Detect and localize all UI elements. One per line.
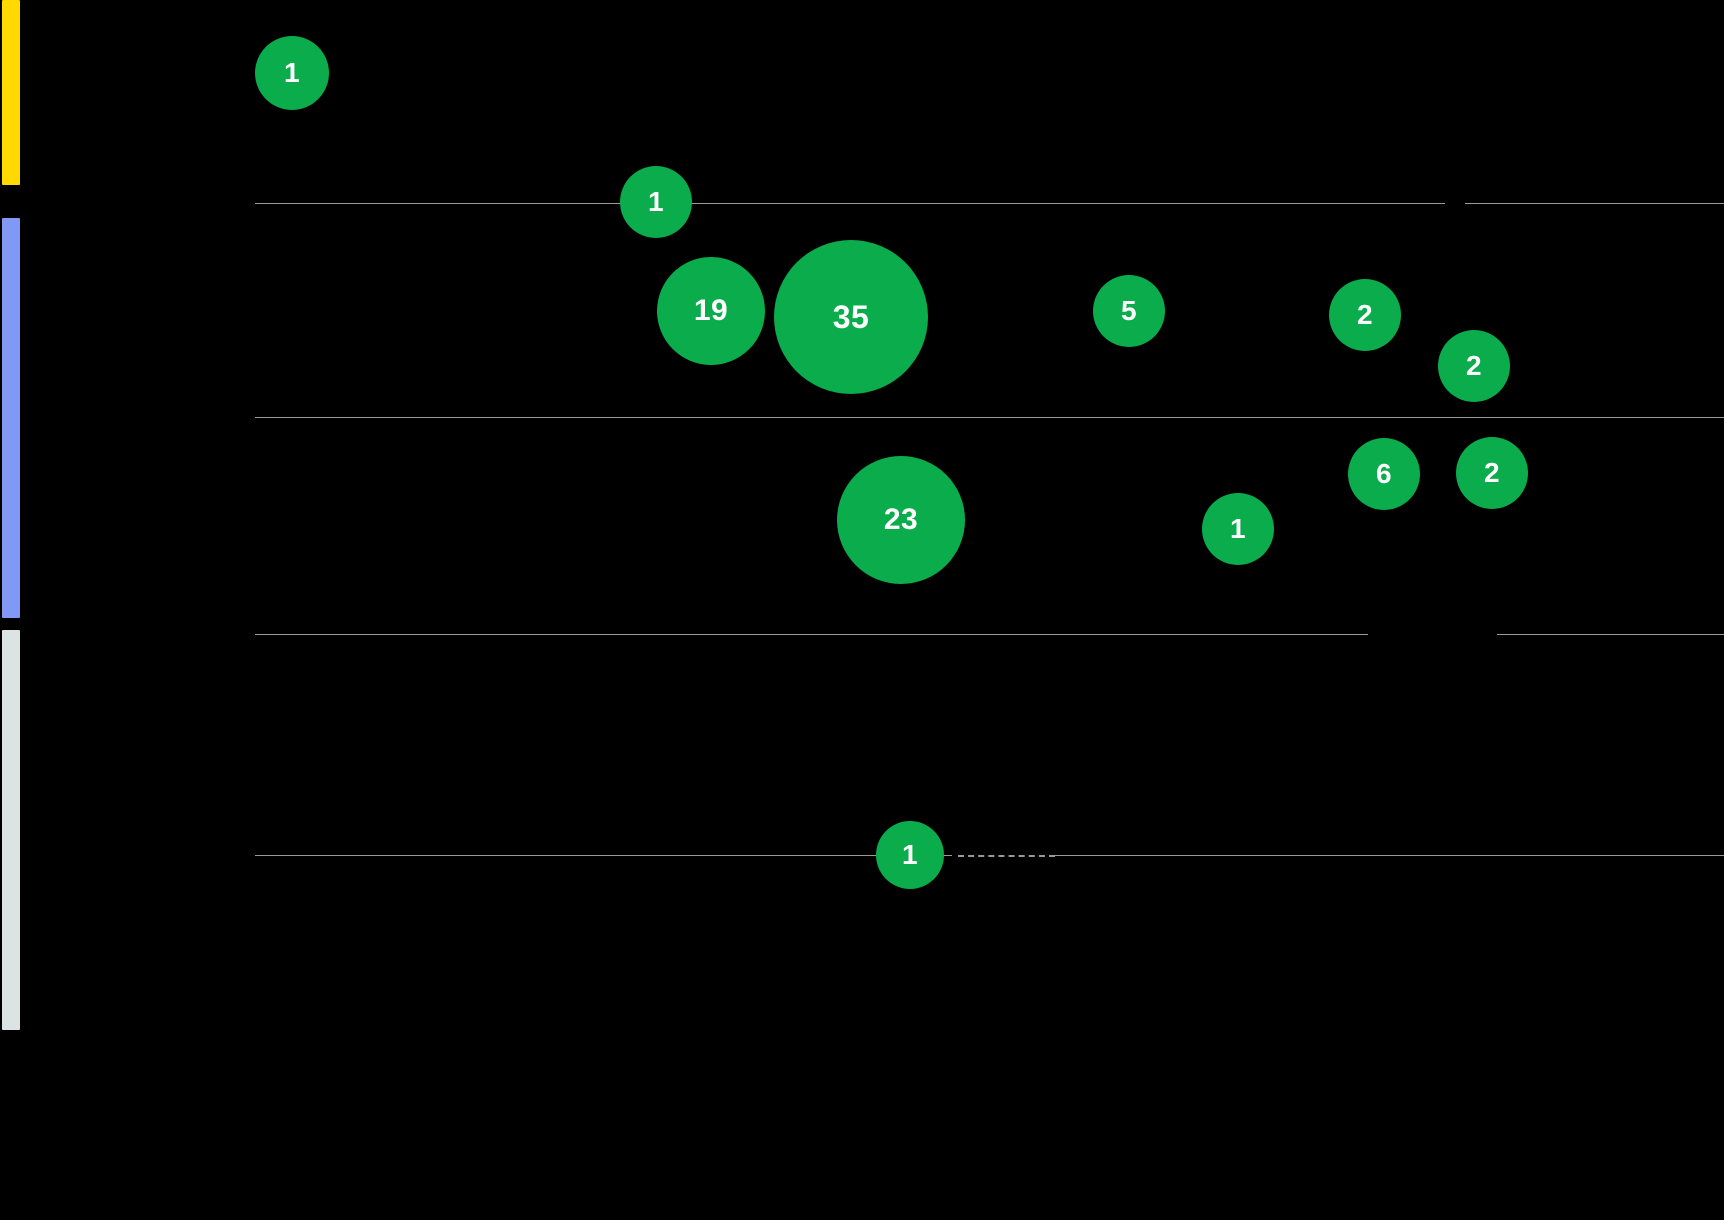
bubble-35-3[interactable]: 35 <box>774 240 928 394</box>
bubble-1-0[interactable]: 1 <box>255 36 329 110</box>
bubble-2-5[interactable]: 2 <box>1329 279 1401 351</box>
bubble-label: 2 <box>1465 350 1483 381</box>
bubble-label: 6 <box>1375 458 1393 489</box>
bubble-1-11[interactable]: 1 <box>876 821 944 889</box>
bubble-label: 23 <box>883 503 919 536</box>
gridline-3-segment-2 <box>1497 634 1724 635</box>
bubble-19-2[interactable]: 19 <box>657 257 765 365</box>
bubble-1-1[interactable]: 1 <box>620 166 692 238</box>
bubble-2-10[interactable]: 2 <box>1456 437 1528 509</box>
category-band-3 <box>2 630 20 1030</box>
bubble-23-7[interactable]: 23 <box>837 456 965 584</box>
bubble-2-6[interactable]: 2 <box>1438 330 1510 402</box>
gridline-1-segment-2 <box>1465 203 1724 204</box>
bubble-label: 1 <box>283 57 301 88</box>
bubble-label: 1 <box>1229 513 1247 544</box>
gridline-3 <box>255 634 1368 635</box>
category-band-2 <box>2 218 20 618</box>
bubble-5-4[interactable]: 5 <box>1093 275 1165 347</box>
gridline-2 <box>255 417 1724 418</box>
bubble-1-8[interactable]: 1 <box>1202 493 1274 565</box>
bubble-label: 2 <box>1356 299 1374 330</box>
bubble-6-9[interactable]: 6 <box>1348 438 1420 510</box>
gridline-4-segment-3 <box>1055 855 1724 856</box>
bubble-label: 2 <box>1483 457 1501 488</box>
category-band-1 <box>2 0 20 185</box>
bubble-label: 5 <box>1120 295 1138 326</box>
gridline-4 <box>255 855 952 856</box>
bubble-label: 35 <box>832 299 870 335</box>
bubble-label: 1 <box>901 839 919 870</box>
bubble-label: 1 <box>647 186 665 217</box>
gridline-4-dashed <box>958 855 1055 857</box>
bubble-label: 19 <box>693 294 729 327</box>
gridline-1 <box>255 203 1445 204</box>
